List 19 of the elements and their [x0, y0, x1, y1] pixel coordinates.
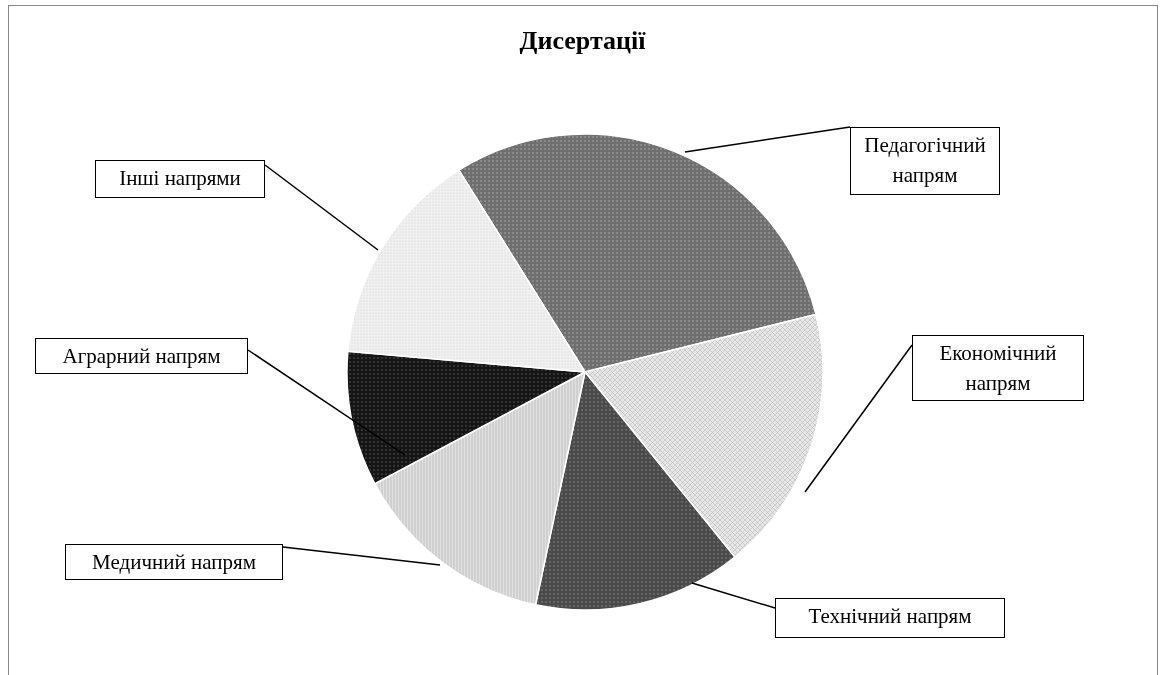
callout-box: Економічний напрям [912, 335, 1084, 401]
leader-line [691, 582, 776, 609]
pie-slice [346, 350, 586, 485]
leader-line [684, 126, 851, 153]
pie-slice [374, 371, 586, 606]
callout-box: Інші напрями [95, 160, 265, 198]
pie-slice [347, 169, 586, 373]
callout-box: Медичний напрям [65, 544, 283, 580]
pie-slice [458, 133, 817, 373]
callout-box: Технічний напрям [775, 598, 1005, 638]
callout-box: Педагогічний напрям [850, 127, 1000, 195]
leader-line [264, 164, 379, 251]
pie-slice [534, 371, 736, 611]
pie-slice [584, 313, 824, 558]
chart-title: Дисертації [518, 26, 647, 56]
callout-box: Аграрний напрям [35, 338, 248, 374]
leader-line [282, 546, 441, 566]
leader-line [247, 349, 406, 456]
leader-line [804, 344, 913, 493]
